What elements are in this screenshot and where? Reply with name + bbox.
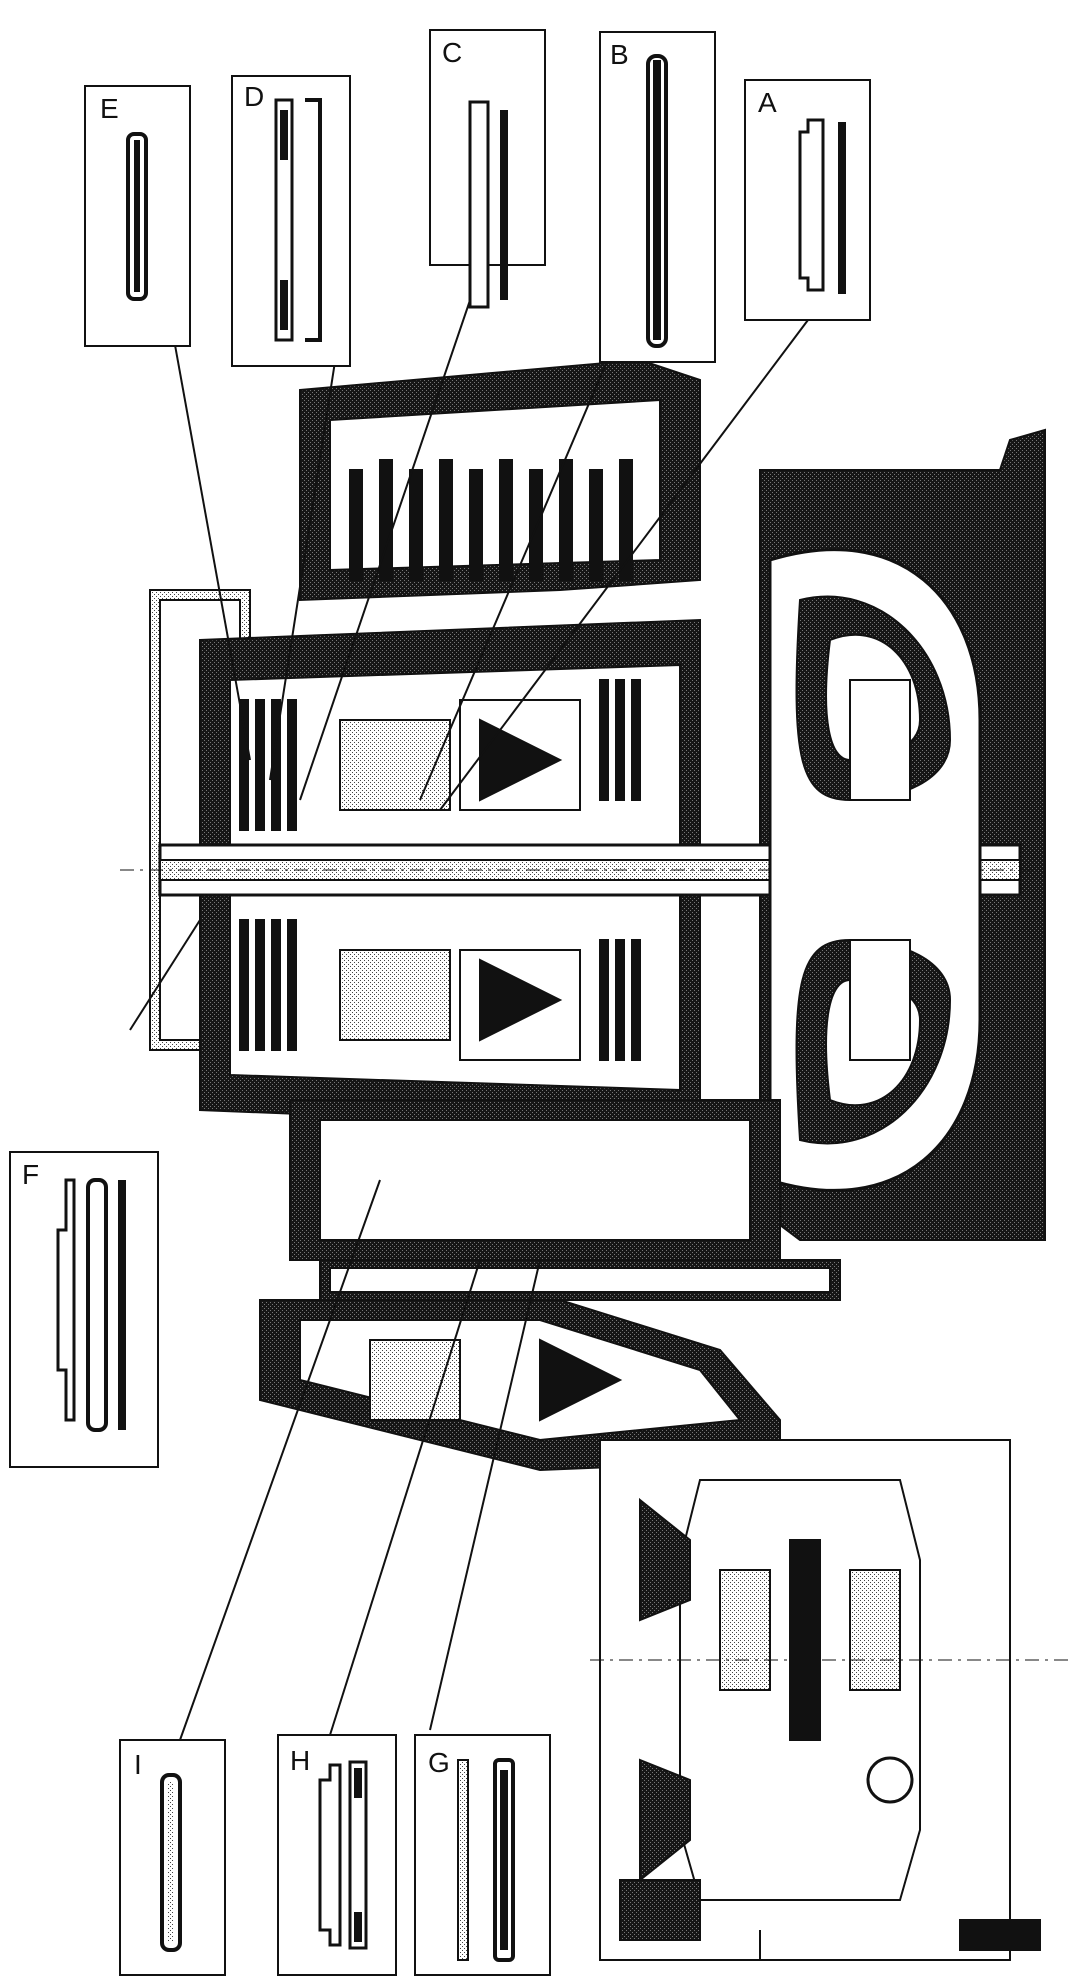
callout-c: C	[429, 29, 546, 309]
callout-a: A	[744, 79, 871, 321]
transmission-housing	[120, 358, 1070, 1961]
callout-label: C	[442, 37, 462, 68]
callout-label: F	[22, 1159, 39, 1190]
callout-d: D	[231, 75, 351, 367]
callout-label: D	[244, 81, 264, 112]
callout-g: G	[414, 1734, 551, 1976]
callout-h: H	[277, 1734, 397, 1976]
callout-label: B	[610, 39, 629, 70]
callout-label: A	[758, 87, 777, 118]
callout-label: H	[290, 1745, 310, 1776]
callout-b: B	[599, 31, 716, 363]
callout-label: I	[134, 1749, 142, 1780]
callout-f: F	[9, 1151, 159, 1468]
leader-lines	[129, 264, 809, 1741]
callout-e: E	[84, 85, 191, 347]
callout-label: E	[100, 93, 119, 124]
callout-label: G	[428, 1747, 450, 1778]
callout-i: I	[119, 1739, 226, 1976]
